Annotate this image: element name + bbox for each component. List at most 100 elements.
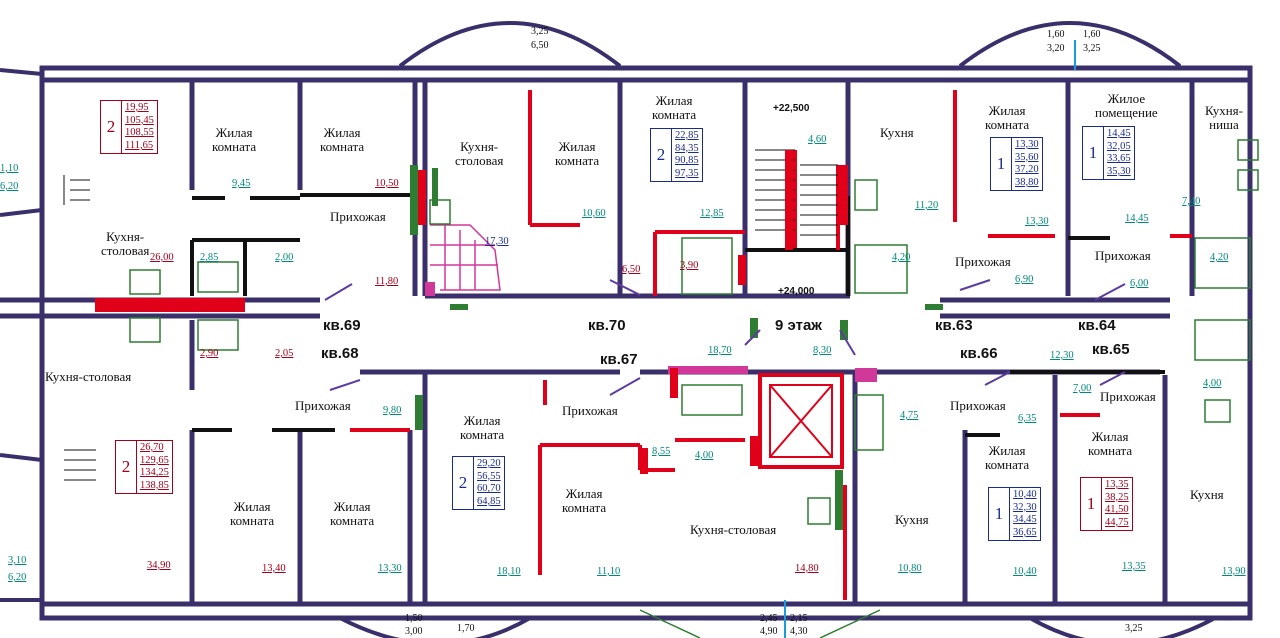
room-name: Прихожая <box>295 398 351 413</box>
dimension-label: 1,60 <box>1047 29 1065 40</box>
dimension-label: 3,25 <box>1083 43 1101 54</box>
area-label: 14,45 <box>1125 213 1149 224</box>
area-label: 10,60 <box>582 208 606 219</box>
exterior-walls <box>0 65 1253 621</box>
area-label: 6,00 <box>1130 278 1149 289</box>
bay-windows <box>0 21 1216 638</box>
room-name: Прихожая <box>562 403 618 418</box>
apartment-label: кв.67 <box>600 351 638 368</box>
dimension-label: 3,25 <box>531 26 549 37</box>
dimension-label: 6,50 <box>531 40 549 51</box>
room-name: Жилая комната <box>985 443 1030 472</box>
fixtures <box>129 139 1259 525</box>
room-name: Жилая комната <box>212 125 257 154</box>
area-label: 6,20 <box>0 181 19 192</box>
area-label: 6,35 <box>1018 413 1037 424</box>
area-label: 8,55 <box>652 446 671 457</box>
area-label: 12,30 <box>1050 350 1074 361</box>
area-label: 11,80 <box>375 276 399 287</box>
apartment-label: кв.66 <box>960 345 998 362</box>
bay-lines <box>639 609 881 638</box>
elevation-mark: +22,500 <box>773 103 810 114</box>
area-label: 26,00 <box>150 252 174 263</box>
area-label: 8,30 <box>813 345 832 356</box>
room-name: Жилая комната <box>562 486 607 515</box>
room-name: Жилая комната <box>330 499 375 528</box>
area-label: 34,90 <box>147 560 171 571</box>
dimension-label: 3,00 <box>405 626 423 637</box>
room-name: Кухня <box>1190 487 1224 502</box>
area-label: 4,75 <box>900 410 919 421</box>
dimension-label: 1,50 <box>405 613 423 624</box>
area-label: 12,85 <box>700 208 724 219</box>
area-label: 18,70 <box>708 345 732 356</box>
room-name: Кухня <box>880 125 914 140</box>
room-name: Жилое помещение <box>1095 91 1158 120</box>
dimension-label: 4,30 <box>790 626 808 637</box>
room-name: Прихожая <box>1095 248 1151 263</box>
room-name: Кухня- столовая <box>101 229 150 258</box>
room-name: Жилая комната <box>320 125 365 154</box>
partitions <box>190 193 1165 437</box>
area-label: 13,30 <box>378 563 402 574</box>
area-label: 2,00 <box>275 252 294 263</box>
area-label: 10,40 <box>1013 566 1037 577</box>
apartment-label: кв.69 <box>323 317 361 334</box>
apartment-label: кв.65 <box>1092 341 1130 358</box>
area-label: 3,90 <box>680 260 699 271</box>
room-name: Прихожая <box>950 398 1006 413</box>
area-label: 7,00 <box>1073 383 1092 394</box>
area-label: 13,35 <box>1122 561 1146 572</box>
dimension-label: 4,90 <box>760 626 778 637</box>
area-label: 2,05 <box>275 348 294 359</box>
area-label: 6,90 <box>1015 274 1034 285</box>
room-name: Жилая комната <box>555 139 600 168</box>
dimension-label: 2,45 <box>760 613 778 624</box>
area-label: 1,10 <box>0 163 19 174</box>
area-label: 2,85 <box>200 252 219 263</box>
area-label: 13,40 <box>262 563 286 574</box>
room-name: Кухня <box>895 512 929 527</box>
room-name: Жилая комната <box>652 93 697 122</box>
area-label: 18,10 <box>497 566 521 577</box>
area-label: 9,80 <box>383 405 402 416</box>
area-label: 2,90 <box>200 348 219 359</box>
room-name: Кухня-столовая <box>690 522 777 537</box>
area-label: 6,50 <box>622 264 641 275</box>
area-label: 11,10 <box>597 566 621 577</box>
door-leaders <box>324 279 1126 396</box>
area-label: 4,60 <box>808 134 827 145</box>
elevation-mark: +24,000 <box>778 286 815 297</box>
apartment-label: кв.64 <box>1078 317 1116 334</box>
area-label: 4,00 <box>695 450 714 461</box>
magenta-markers <box>425 282 877 382</box>
room-name: Кухня- столовая <box>455 139 504 168</box>
area-label: 14,80 <box>795 563 819 574</box>
apartment-label: кв.68 <box>321 345 359 362</box>
area-label: 10,80 <box>898 563 922 574</box>
room-name: Прихожая <box>1100 389 1156 404</box>
room-name: Прихожая <box>955 254 1011 269</box>
area-label: 17,30 <box>485 236 509 247</box>
area-label: 13,30 <box>1025 216 1049 227</box>
area-label: 4,20 <box>1210 252 1229 263</box>
dimension-label: 3,25 <box>1125 623 1143 634</box>
area-label: 9,45 <box>232 178 251 189</box>
elevator-shaft <box>769 384 833 458</box>
dimension-label: 1,70 <box>457 623 475 634</box>
area-label: 3,10 <box>8 555 27 566</box>
dimension-label: 1,60 <box>1083 29 1101 40</box>
area-label: 10,50 <box>375 178 399 189</box>
area-label: 4,20 <box>892 252 911 263</box>
room-name: Жилая комната <box>230 499 275 528</box>
area-label: 13,90 <box>1222 566 1246 577</box>
room-name: Прихожая <box>330 209 386 224</box>
